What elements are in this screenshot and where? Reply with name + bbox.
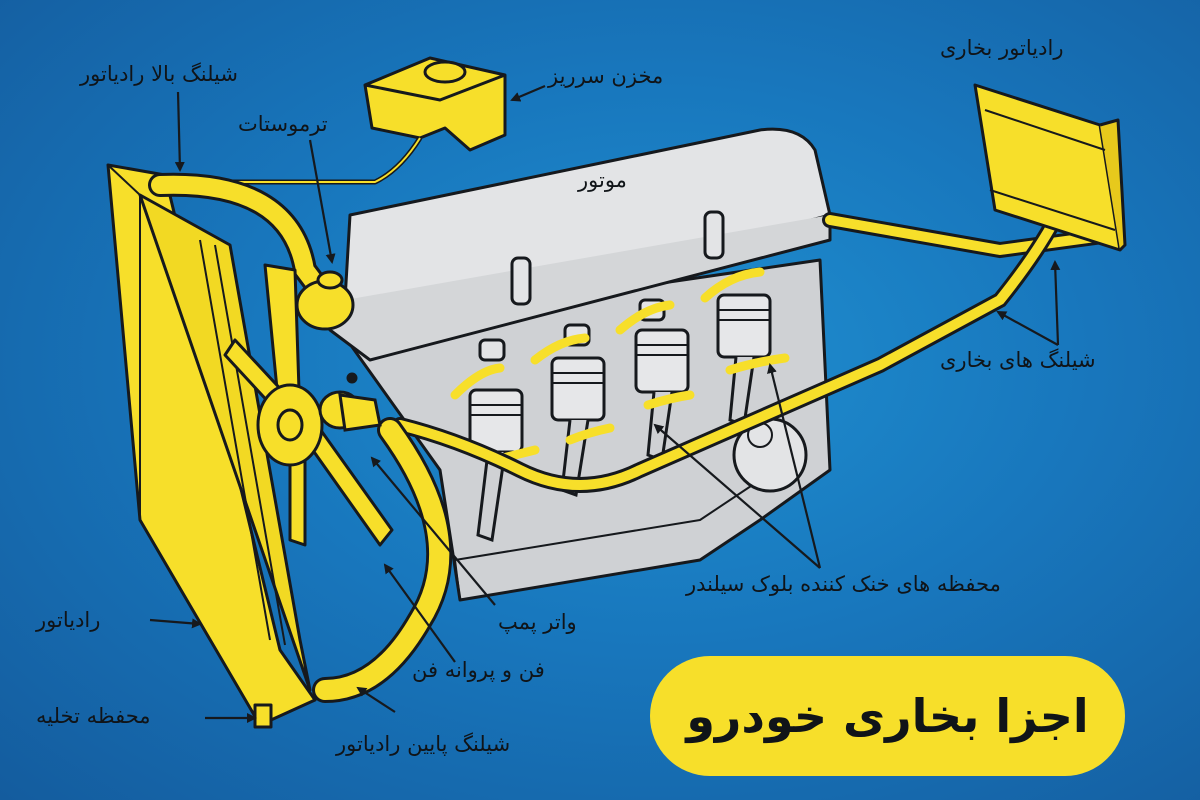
flow-arrow-icon bbox=[450, 363, 505, 400]
valve-cover-stud-icon bbox=[703, 210, 725, 260]
label-heater-core: رادیاتور بخاری bbox=[940, 36, 1064, 60]
pistons bbox=[468, 293, 772, 543]
label-heater-hoses: شیلنگ های بخاری bbox=[940, 348, 1096, 372]
overflow-tank bbox=[170, 56, 507, 185]
engine-block bbox=[328, 127, 832, 602]
label-cooling-jackets: محفظه های خنک کننده بلوک سیلندر bbox=[686, 572, 1001, 596]
label-radiator: رادیاتور bbox=[36, 608, 101, 632]
tank-cap-icon bbox=[423, 60, 467, 84]
label-engine: موتور bbox=[578, 168, 627, 192]
label-upper-hose: شیلنگ بالا رادیاتور bbox=[80, 62, 238, 86]
label-water-pump: واتر پمپ bbox=[498, 610, 577, 634]
piston-icon bbox=[468, 388, 524, 543]
piston-icon bbox=[716, 293, 772, 428]
drain-plug-icon bbox=[253, 703, 273, 729]
flow-arrow-icon bbox=[565, 423, 615, 445]
page-title: اجزا بخاری خودرو bbox=[686, 689, 1089, 743]
flow-arrow-icon bbox=[725, 353, 790, 375]
water-pump bbox=[318, 372, 382, 432]
flow-arrow-icon bbox=[530, 333, 590, 365]
coolant-flow-arrows bbox=[450, 267, 790, 465]
flow-arrow-icon bbox=[700, 267, 765, 303]
fan bbox=[223, 263, 394, 547]
flow-arrow-icon bbox=[643, 390, 695, 410]
thermostat-housing bbox=[295, 270, 355, 331]
radiator-hoses bbox=[148, 172, 453, 703]
label-overflow-tank: مخزن سرریز bbox=[548, 64, 664, 88]
label-thermostat: ترموستات bbox=[238, 112, 328, 136]
valve-cover-stud-icon bbox=[510, 256, 532, 306]
leader-lines bbox=[149, 84, 1061, 723]
label-lower-hose: شیلنگ پایین رادیاتور bbox=[336, 732, 511, 756]
label-fan: فن و پروانه فن bbox=[412, 658, 545, 682]
title-banner: اجزا بخاری خودرو bbox=[650, 656, 1125, 776]
radiator bbox=[106, 163, 317, 729]
heater-core bbox=[973, 83, 1127, 252]
label-drain: محفظه تخلیه bbox=[36, 704, 151, 728]
flow-arrow-icon bbox=[615, 300, 675, 335]
